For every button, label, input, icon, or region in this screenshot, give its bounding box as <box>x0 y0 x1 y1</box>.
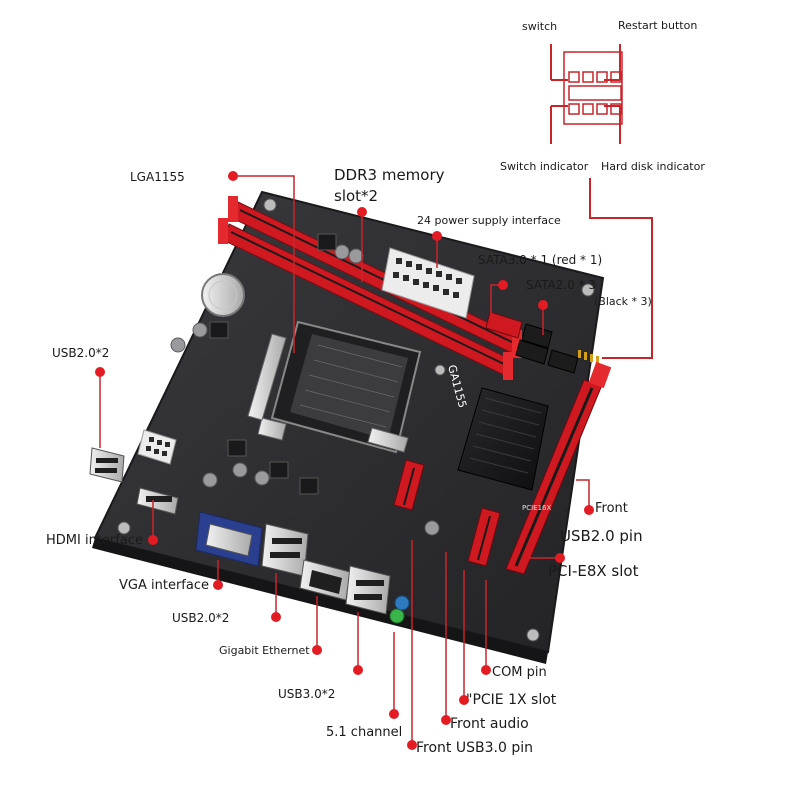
label-lga1155: LGA1155 <box>130 170 185 184</box>
chipset-heatsink <box>457 387 549 491</box>
label-pcie1x: "PCIE 1X slot <box>466 692 557 708</box>
callout-dots <box>95 171 594 750</box>
label-usb2-top: USB2.0*2 <box>52 346 110 360</box>
label-hdmi: HDMI interface <box>46 533 143 548</box>
label-24-power: 24 power supply interface <box>417 214 561 227</box>
label-sata2: SATA2.0 * 3 <box>526 278 597 292</box>
label-switch-indicator: Switch indicator <box>500 160 589 173</box>
label-usb2-bottom: USB2.0*2 <box>172 611 230 625</box>
chokes <box>209 233 337 495</box>
cpu-8pin-power <box>137 429 177 465</box>
callout-lines <box>99 175 590 745</box>
label-restart-button: Restart button <box>618 19 698 32</box>
cmos-battery <box>201 273 245 317</box>
pcie-x8-slot: PCIE16X <box>505 361 612 575</box>
front-panel-header <box>578 350 599 364</box>
ddr3-memory-slots <box>218 196 522 380</box>
label-front-audio: Front audio <box>450 716 529 732</box>
label-front-usb2-line2: USB2.0 pin <box>560 527 643 545</box>
label-front-usb2-line1: Front <box>595 501 628 516</box>
sata-ports <box>485 311 579 374</box>
label-hard-disk-indicator: Hard disk indicator <box>601 160 705 173</box>
label-ddr3-line2: slot*2 <box>334 187 379 205</box>
label-sata3: SATA3.0 * 1 (red * 1) <box>478 253 603 267</box>
label-usb3: USB3.0*2 <box>278 687 336 701</box>
label-gigabit: Gigabit Ethernet <box>219 644 310 657</box>
pcb-edge <box>92 538 548 664</box>
front-panel-pin-diagram <box>550 44 653 359</box>
motherboard: GA1155 PCIE16X <box>89 190 612 664</box>
label-sata2-black: (Black * 3) <box>594 295 652 308</box>
label-pcie8x: PCI-E8X slot <box>548 562 639 580</box>
label-vga: VGA interface <box>119 578 209 593</box>
pcie-x1-slots <box>393 459 501 567</box>
label-ddr3-line1: DDR3 memory <box>334 166 445 184</box>
capacitors <box>170 244 440 536</box>
pcie-silkscreen: PCIE16X <box>522 504 552 512</box>
label-com-pin: COM pin <box>492 665 547 680</box>
rear-io-ports <box>89 447 410 624</box>
label-switch: switch <box>522 20 558 33</box>
label-front-usb3: Front USB3.0 pin <box>416 740 533 756</box>
atx-24pin-connector <box>381 247 475 319</box>
label-51-channel: 5.1 channel <box>326 725 403 740</box>
mounting-holes <box>117 198 595 642</box>
